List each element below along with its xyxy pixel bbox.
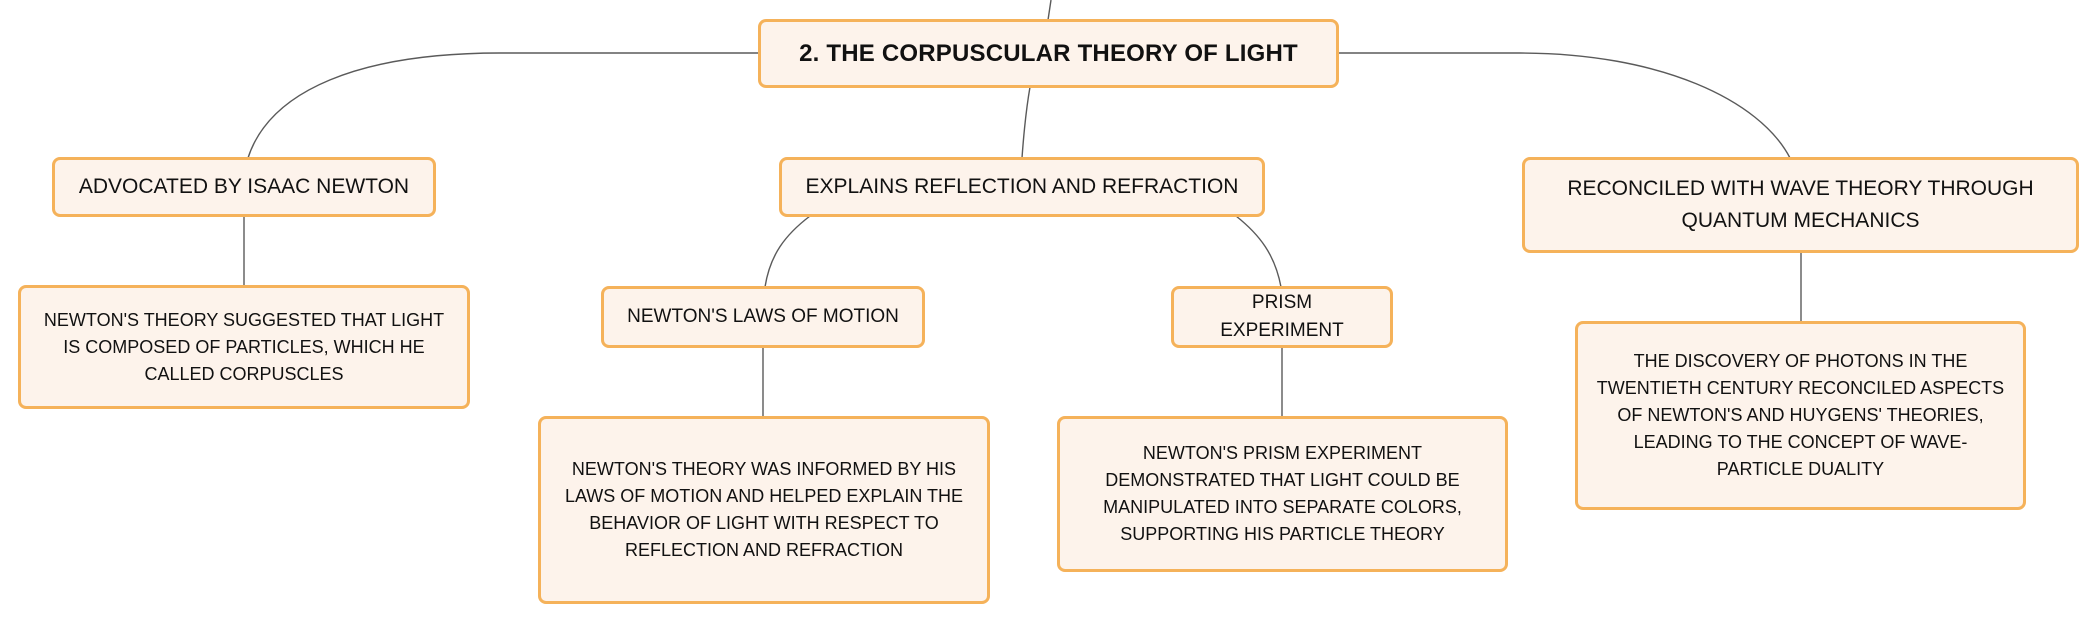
branch-label-quantum: RECONCILED WITH WAVE THEORY THROUGH QUAN… xyxy=(1567,177,2034,232)
detail-node-newton[interactable]: NEWTON'S THEORY SUGGESTED THAT LIGHT IS … xyxy=(18,285,470,409)
root-label: 2. THE CORPUSCULAR THEORY OF LIGHT xyxy=(799,39,1298,67)
branch-node-quantum[interactable]: RECONCILED WITH WAVE THEORY THROUGH QUAN… xyxy=(1522,157,2079,253)
connector-reflection-prism xyxy=(1235,215,1282,288)
detail-text-prism-experiment: NEWTON'S PRISM EXPERIMENT DEMONSTRATED T… xyxy=(1103,443,1462,544)
connector-root-reflection xyxy=(1021,86,1031,159)
child-node-prism-experiment[interactable]: PRISM EXPERIMENT xyxy=(1171,286,1393,348)
detail-text-quantum: THE DISCOVERY OF PHOTONS IN THE TWENTIET… xyxy=(1596,351,2005,479)
connector-root-newton xyxy=(247,52,760,159)
child-label-laws-of-motion: NEWTON'S LAWS OF MOTION xyxy=(627,306,899,327)
branch-node-newton[interactable]: ADVOCATED BY ISAAC NEWTON xyxy=(52,157,436,217)
branch-node-reflection[interactable]: EXPLAINS REFLECTION AND REFRACTION xyxy=(779,157,1265,217)
connector-root-parent xyxy=(1047,0,1052,21)
branch-label-reflection: EXPLAINS REFLECTION AND REFRACTION xyxy=(805,175,1239,198)
child-label-prism-experiment: PRISM EXPERIMENT xyxy=(1220,292,1344,341)
connector-root-quantum xyxy=(1337,52,1791,159)
detail-text-laws-of-motion: NEWTON'S THEORY WAS INFORMED BY HIS LAWS… xyxy=(564,459,964,560)
detail-node-quantum[interactable]: THE DISCOVERY OF PHOTONS IN THE TWENTIET… xyxy=(1575,321,2026,510)
branch-label-newton: ADVOCATED BY ISAAC NEWTON xyxy=(78,175,410,198)
root-node[interactable]: 2. THE CORPUSCULAR THEORY OF LIGHT xyxy=(758,19,1339,88)
child-node-laws-of-motion[interactable]: NEWTON'S LAWS OF MOTION xyxy=(601,286,925,348)
detail-text-newton: NEWTON'S THEORY SUGGESTED THAT LIGHT IS … xyxy=(43,309,445,384)
connector-reflection-laws xyxy=(764,215,811,288)
detail-node-laws-of-motion[interactable]: NEWTON'S THEORY WAS INFORMED BY HIS LAWS… xyxy=(538,416,990,604)
detail-node-prism-experiment[interactable]: NEWTON'S PRISM EXPERIMENT DEMONSTRATED T… xyxy=(1057,416,1508,572)
